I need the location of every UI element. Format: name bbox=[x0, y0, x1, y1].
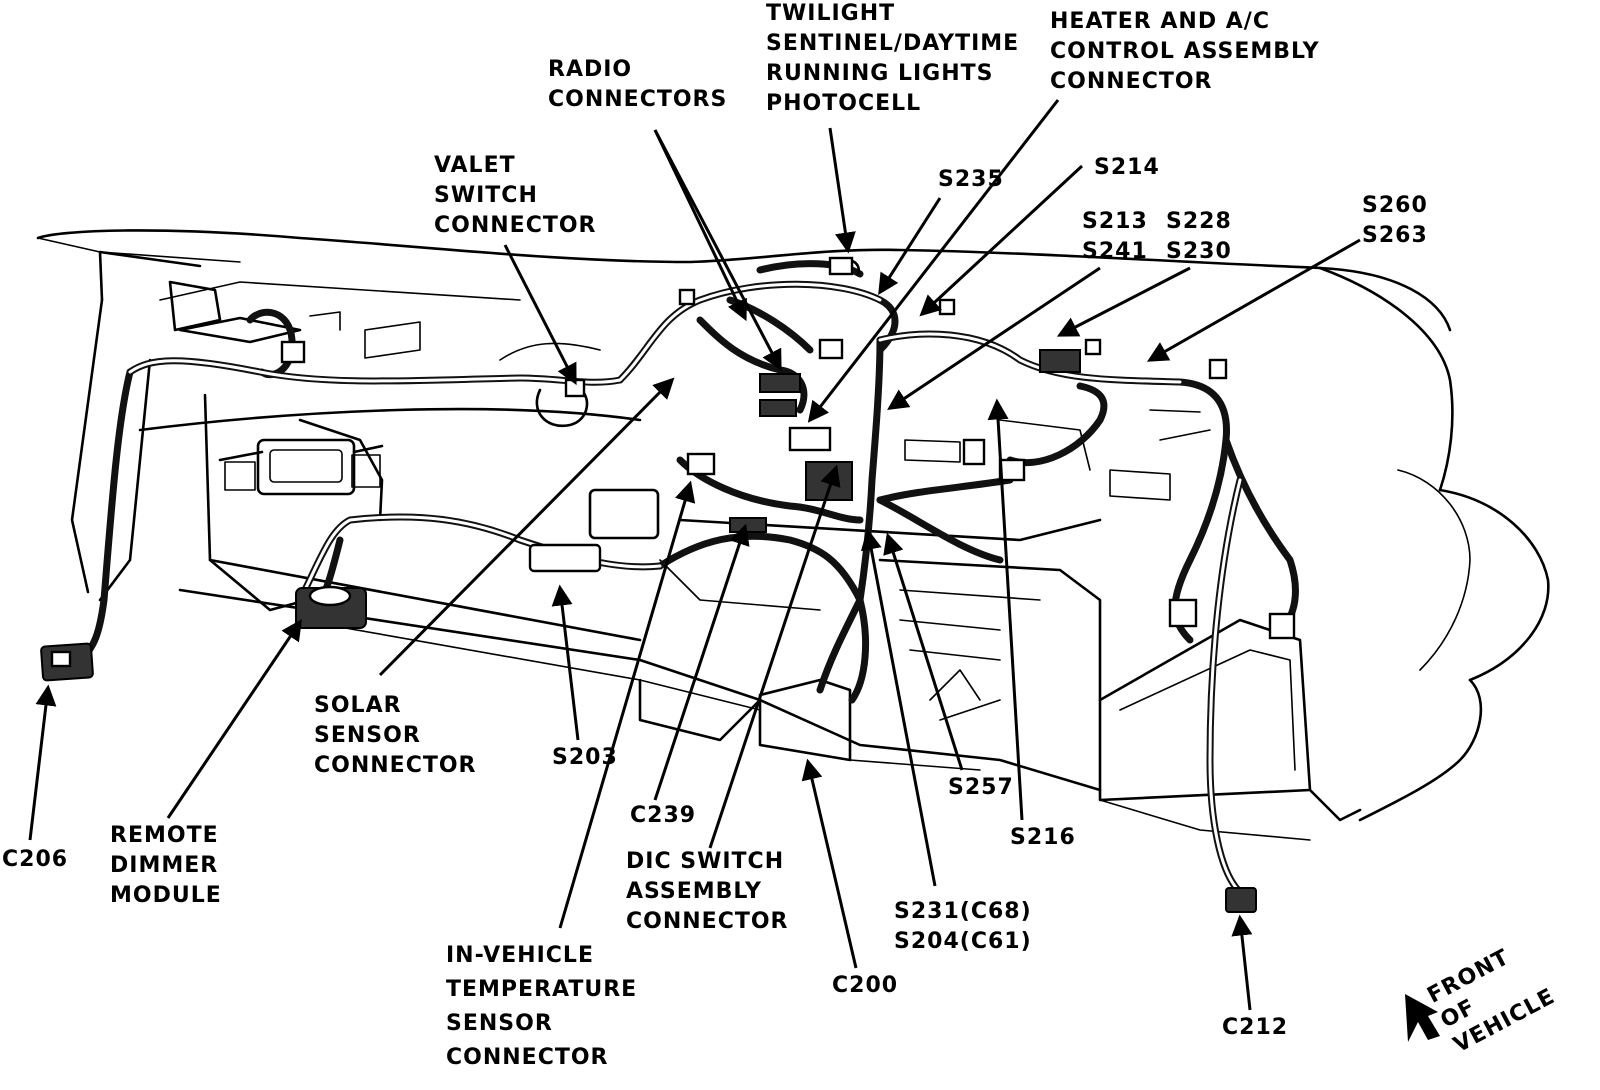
arrow-s257 bbox=[883, 532, 964, 771]
arrow-remote-dimmer bbox=[166, 619, 302, 819]
label-line: C239 bbox=[630, 803, 696, 828]
label-line: SWITCH bbox=[434, 183, 538, 208]
label-line: TWILIGHT bbox=[766, 1, 895, 26]
label-line: CONNECTOR bbox=[314, 753, 477, 778]
label-line: PHOTOCELL bbox=[766, 91, 921, 116]
arrow-c212 bbox=[1231, 914, 1253, 1011]
label-line: S257 bbox=[948, 775, 1014, 800]
label-line: C206 bbox=[2, 847, 68, 872]
label-line: CONNECTOR bbox=[626, 909, 789, 934]
arrow-s203 bbox=[551, 584, 580, 741]
label-line: S203 bbox=[552, 745, 618, 770]
label-s235: S235 bbox=[938, 167, 1004, 192]
arrow-s216 bbox=[987, 398, 1024, 821]
label-line: RADIO bbox=[548, 57, 632, 82]
label-remote-dimmer-module: REMOTE DIMMER MODULE bbox=[110, 823, 222, 908]
label-line: S230 bbox=[1166, 239, 1232, 264]
arrow-s214 bbox=[919, 164, 1084, 317]
label-line: S216 bbox=[1010, 825, 1076, 850]
arrow-c206 bbox=[28, 684, 57, 841]
arrow-radio-connector-2 bbox=[653, 129, 782, 372]
label-c206: C206 bbox=[2, 847, 68, 872]
arrow-solar-sensor bbox=[378, 377, 675, 677]
label-line: SOLAR bbox=[314, 693, 402, 718]
arrow-s235 bbox=[878, 197, 942, 295]
label-line: TEMPERATURE bbox=[446, 977, 637, 1002]
leader-arrows bbox=[28, 99, 1361, 1011]
label-line: HEATER AND A/C bbox=[1050, 9, 1270, 34]
arrow-c239 bbox=[653, 523, 750, 801]
label-solar-sensor-connector: SOLAR SENSOR CONNECTOR bbox=[314, 693, 477, 778]
label-s216: S216 bbox=[1010, 825, 1076, 850]
arrow-s213-s241 bbox=[887, 266, 1101, 410]
label-s231-s204: S231(C68) S204(C61) bbox=[894, 899, 1032, 954]
label-line: S241 bbox=[1082, 239, 1148, 264]
arrow-dic-switch bbox=[708, 464, 841, 849]
label-line: SENSOR bbox=[314, 723, 421, 748]
label-line: CONNECTORS bbox=[548, 87, 727, 112]
label-heater-ac-connector: HEATER AND A/C CONTROL ASSEMBLY CONNECTOR bbox=[1050, 9, 1320, 94]
label-in-vehicle-temp-sensor-connector: IN-VEHICLE TEMPERATURE SENSOR CONNECTOR bbox=[446, 943, 637, 1070]
label-line: S231(C68) bbox=[894, 899, 1032, 924]
label-s257: S257 bbox=[948, 775, 1014, 800]
arrow-s260-s263 bbox=[1146, 238, 1361, 362]
label-line: S235 bbox=[938, 167, 1004, 192]
arrow-valet-switch bbox=[503, 244, 577, 386]
label-twilight-photocell: TWILIGHT SENTINEL/DAYTIME RUNNING LIGHTS PH… bbox=[766, 1, 1019, 116]
arrow-s231-s204 bbox=[860, 528, 937, 887]
connectors bbox=[40, 256, 1296, 913]
front-direction-arrow-icon bbox=[1405, 994, 1440, 1042]
label-front-of-vehicle: FRONTOFVEHICLE bbox=[1423, 935, 1559, 1059]
label-c212: C212 bbox=[1222, 1015, 1288, 1040]
arrow-s228-s230 bbox=[1056, 266, 1191, 337]
label-s203: S203 bbox=[552, 745, 618, 770]
label-line: SENSOR bbox=[446, 1011, 553, 1036]
label-line: S263 bbox=[1362, 223, 1428, 248]
label-line: IN-VEHICLE bbox=[446, 943, 594, 968]
label-line: CONTROL ASSEMBLY bbox=[1050, 39, 1320, 64]
label-line: REMOTE bbox=[110, 823, 219, 848]
instrument-panel-shell bbox=[36, 229, 1550, 841]
arrow-in-vehicle-temp bbox=[558, 480, 696, 929]
label-line: C200 bbox=[832, 973, 898, 998]
callout-labels: TWILIGHT SENTINEL/DAYTIME RUNNING LIGHTS PH… bbox=[2, 1, 1559, 1070]
label-line: DIC SWITCH bbox=[626, 849, 784, 874]
label-line: RUNNING LIGHTS bbox=[766, 61, 993, 86]
label-c200: C200 bbox=[832, 973, 898, 998]
arrow-c200 bbox=[801, 758, 858, 969]
label-valet-switch-connector: VALET SWITCH CONNECTOR bbox=[434, 153, 597, 238]
label-line: S260 bbox=[1362, 193, 1428, 218]
label-line: SENTINEL/DAYTIME bbox=[766, 31, 1019, 56]
label-radio-connectors: RADIO CONNECTORS bbox=[548, 57, 727, 112]
wiring-harness bbox=[76, 260, 1299, 894]
label-line: S214 bbox=[1094, 155, 1160, 180]
label-s214: S214 bbox=[1094, 155, 1160, 180]
label-line: S204(C61) bbox=[894, 929, 1032, 954]
label-line: S213 bbox=[1082, 209, 1148, 234]
label-line: DIMMER bbox=[110, 853, 218, 878]
label-line: VALET bbox=[434, 153, 516, 178]
label-dic-switch-connector: DIC SWITCH ASSEMBLY CONNECTOR bbox=[626, 849, 789, 934]
arrow-heater-ac-connector bbox=[807, 99, 1060, 423]
label-c239: C239 bbox=[630, 803, 696, 828]
label-line: C212 bbox=[1222, 1015, 1288, 1040]
front-of-vehicle-indicator bbox=[1405, 994, 1440, 1042]
arrow-twilight-photocell bbox=[828, 127, 856, 254]
label-line: S228 bbox=[1166, 209, 1232, 234]
label-line: CONNECTOR bbox=[434, 213, 597, 238]
label-line: CONNECTOR bbox=[446, 1045, 609, 1070]
label-line: CONNECTOR bbox=[1050, 69, 1213, 94]
label-line: MODULE bbox=[110, 883, 222, 908]
label-line: ASSEMBLY bbox=[626, 879, 762, 904]
